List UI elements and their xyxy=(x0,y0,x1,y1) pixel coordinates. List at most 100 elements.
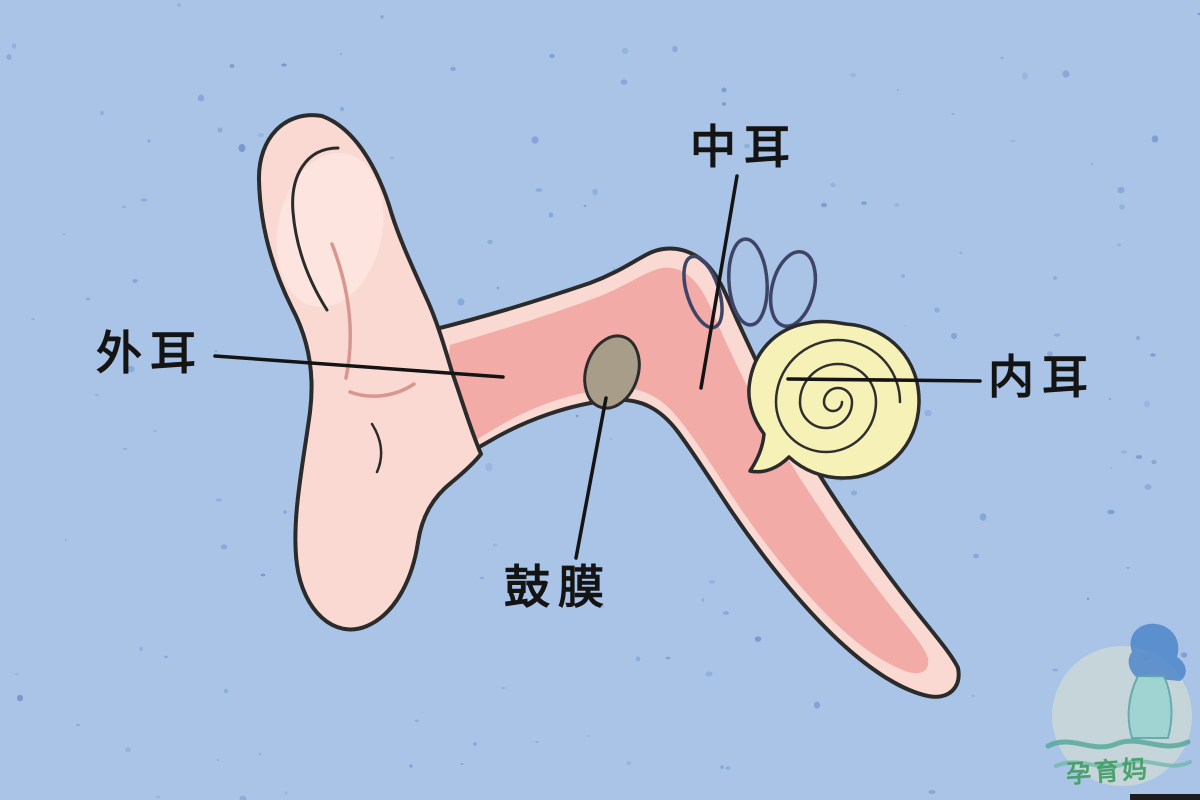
speckle-dot xyxy=(705,671,713,677)
speckle-dot xyxy=(672,45,678,53)
watermark xyxy=(1045,623,1200,800)
speckle-dot xyxy=(529,594,533,596)
speckle-dot xyxy=(1135,455,1143,459)
pinna-fold-line xyxy=(348,382,416,398)
speckle-dot xyxy=(409,764,413,768)
speckle-dot xyxy=(284,791,288,795)
speckle-dot xyxy=(100,110,104,116)
speckle-dot xyxy=(473,742,477,746)
speckle-dot xyxy=(971,694,975,698)
speckle-dot xyxy=(665,656,671,660)
speckle-dot xyxy=(64,538,68,542)
speckle-dot xyxy=(548,212,554,218)
speckle-dot xyxy=(16,694,24,702)
pointer-line-outer-ear xyxy=(213,354,505,379)
speckle-dot xyxy=(598,604,604,608)
speckle-dot xyxy=(492,543,498,547)
speckle-dot xyxy=(701,598,705,602)
speckle-dot xyxy=(457,298,465,306)
speckle-dot xyxy=(1117,186,1125,194)
speckle-dot xyxy=(164,655,168,659)
speckle-dot xyxy=(339,53,343,55)
speckle-dot xyxy=(901,274,905,278)
watermark-text: 孕育妈 xyxy=(1065,754,1152,789)
speckle-dot xyxy=(1000,57,1004,59)
speckle-dot xyxy=(177,3,181,7)
speckle-dot xyxy=(744,143,750,149)
label-eardrum: 鼓膜 xyxy=(504,560,612,614)
speckle-dot xyxy=(1197,12,1200,16)
speckle-dot xyxy=(1062,70,1070,78)
speckle-dot xyxy=(239,795,247,800)
speckle-dot xyxy=(76,723,80,727)
speckle-dot xyxy=(380,15,384,19)
speckle-dot xyxy=(549,53,555,59)
speckle-dot xyxy=(903,325,907,327)
speckle-dot xyxy=(587,735,591,737)
pinna-fold-line xyxy=(370,422,383,474)
watermark-wave xyxy=(1045,738,1191,750)
speckle-dot xyxy=(1047,351,1053,357)
speckle-dot xyxy=(229,64,235,68)
watermark-figure-body xyxy=(1127,675,1173,739)
speckle-dot xyxy=(720,765,724,769)
speckle-dot xyxy=(531,136,539,144)
speckle-dot xyxy=(1144,400,1150,408)
speckle-dot xyxy=(15,672,19,676)
speckle-dot xyxy=(850,72,856,78)
speckle-dot xyxy=(621,47,629,55)
speckle-dot xyxy=(1110,467,1112,469)
cochlea-shape xyxy=(747,319,921,480)
speckle-dot xyxy=(830,182,836,188)
speckle-dot xyxy=(1151,459,1157,465)
speckle-dot xyxy=(1117,243,1121,247)
speckle-dot xyxy=(722,611,730,615)
speckle-dot xyxy=(635,656,641,662)
speckle-dot xyxy=(156,795,160,799)
speckle-dot xyxy=(501,687,505,689)
speckle-dot xyxy=(754,636,762,642)
pinna-folds xyxy=(291,146,416,474)
speckle-dot xyxy=(1108,397,1112,401)
speckle-dot xyxy=(620,79,628,85)
pinna-highlight xyxy=(276,152,384,308)
speckle-dot xyxy=(1126,566,1130,570)
eardrum-shape xyxy=(583,334,641,410)
label-inner-ear: 内耳 xyxy=(988,350,1096,404)
speckle-dot xyxy=(31,318,35,320)
speckle-dot xyxy=(897,89,899,91)
speckle-dot xyxy=(934,307,940,313)
speckle-dot xyxy=(496,286,500,290)
speckle-dot xyxy=(850,490,858,496)
pinna-fold-line xyxy=(291,146,340,312)
label-middle-ear: 中耳 xyxy=(690,120,798,174)
speckle-dot xyxy=(1090,162,1094,166)
speckle-dot xyxy=(220,544,228,550)
speckle-dot xyxy=(147,139,151,143)
speckle-dot xyxy=(121,205,127,209)
watermark-wave xyxy=(1054,759,1192,769)
speckle-dot xyxy=(281,63,287,67)
speckle-dot xyxy=(460,763,464,765)
pinna-fold-line xyxy=(330,242,352,380)
speckle-dot xyxy=(217,127,223,133)
speckle-dot xyxy=(535,741,539,743)
speckle-dot xyxy=(928,790,936,794)
speckle-dot xyxy=(813,701,821,709)
speckle-dot xyxy=(125,747,131,753)
label-outer-ear: 外耳 xyxy=(96,326,204,380)
speckle-dot xyxy=(139,647,143,651)
speckle-dot xyxy=(626,760,632,766)
ear-illustration xyxy=(213,113,982,699)
speckle-dot xyxy=(1150,353,1156,357)
speckle-dot xyxy=(1144,484,1152,490)
ear-canal-inner-shape xyxy=(447,267,929,674)
speckle-dot xyxy=(709,580,715,584)
pointer-line-eardrum xyxy=(574,396,608,560)
speckle-dot xyxy=(1052,668,1058,672)
speckle-dot xyxy=(1136,336,1140,340)
speckle-dot xyxy=(959,251,963,255)
speckle-dot xyxy=(238,143,246,153)
